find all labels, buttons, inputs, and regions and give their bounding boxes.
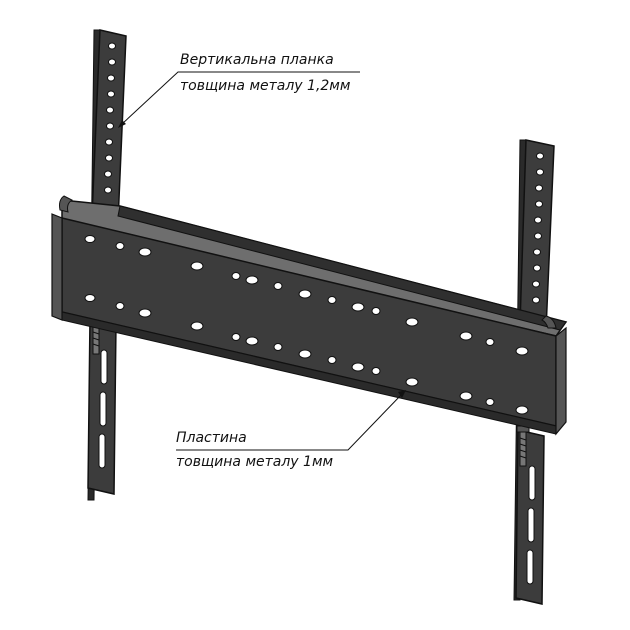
vertical-strip-leader-line: [121, 71, 360, 125]
plate-right-flange: [555, 326, 567, 436]
plate-holes-upper: [84, 235, 529, 356]
plate-front-face: [61, 217, 557, 427]
left-strip-slots-lower: [98, 349, 108, 469]
plate-title: Пластина: [176, 430, 247, 446]
right-screw: [516, 425, 530, 467]
vertical-strip-thickness: товщина металу 1,2мм: [180, 78, 351, 94]
right-strip-slots-lower: [526, 465, 536, 585]
plate-top-band: [117, 205, 567, 331]
left-strip-holes-upper: [104, 42, 116, 194]
left-vertical-strip: [87, 29, 127, 501]
right-strip-holes-upper: [532, 152, 544, 304]
plate-holes-lower: [84, 294, 529, 415]
label-plate: Пластина товщина металу 1мм: [176, 390, 406, 470]
plate-arrowhead: [398, 390, 406, 398]
vertical-strip-title: Вертикальна планка: [180, 52, 334, 68]
right-hook-top: [541, 315, 557, 329]
vertical-strip-arrowhead: [118, 120, 126, 128]
left-hook-top: [59, 195, 73, 213]
plate-thickness: товщина металу 1мм: [176, 454, 334, 470]
mounting-plate: [51, 195, 568, 436]
plate-leader-line: [176, 393, 403, 451]
plate-left-flange: [51, 213, 63, 321]
label-vertical-strip: Вертикальна планка товщина металу 1,2мм: [118, 52, 360, 128]
